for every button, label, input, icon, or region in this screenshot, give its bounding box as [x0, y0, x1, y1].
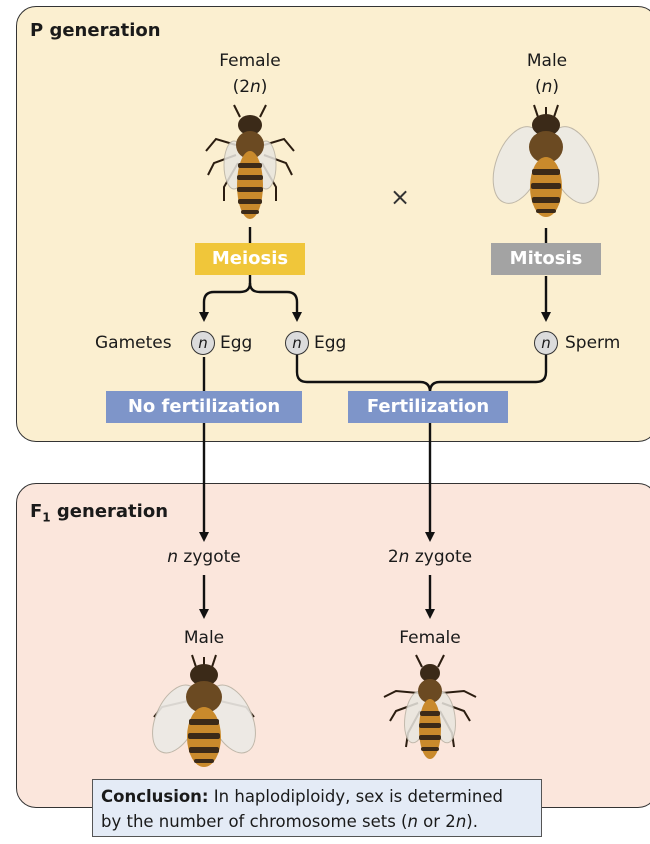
meiosis-label: Meiosis — [195, 243, 305, 275]
female-ploidy: (2n) — [200, 77, 300, 97]
2n-zygote-label: 2n zygote — [360, 547, 500, 567]
egg-label-right: Egg — [314, 333, 346, 353]
conclusion-line-1: Conclusion: In haplodiploidy, sex is det… — [101, 784, 533, 809]
f1-female-label: Female — [380, 628, 480, 648]
fertilization-label: Fertilization — [348, 391, 508, 423]
egg-haploid-circle-right: n — [285, 331, 309, 355]
sperm-label: Sperm — [565, 333, 620, 353]
male-label: Male — [497, 51, 597, 71]
female-label: Female — [200, 51, 300, 71]
conclusion-box: Conclusion: In haplodiploidy, sex is det… — [92, 779, 542, 837]
mitosis-label: Mitosis — [491, 243, 601, 275]
arrow-meiosis-to-egg-right — [250, 283, 297, 318]
n-zygote-label: n zygote — [139, 547, 269, 567]
queen-bee-icon — [200, 103, 300, 228]
line-sperm-to-fertilization — [430, 355, 546, 392]
f1-male-label: Male — [154, 628, 254, 648]
no-fertilization-label: No fertilization — [106, 391, 302, 423]
conclusion-line-2: by the number of chromosome sets (n or 2… — [101, 809, 533, 834]
egg-label-left: Egg — [220, 333, 252, 353]
f1-worker-bee-icon — [380, 653, 480, 773]
egg-haploid-circle-left: n — [191, 331, 215, 355]
sperm-haploid-circle: n — [534, 331, 558, 355]
arrow-meiosis-to-egg-left — [204, 275, 250, 318]
cross-symbol: × — [390, 183, 410, 211]
f1-drone-bee-icon — [148, 653, 260, 773]
f1-generation-title: F1 generation — [30, 501, 168, 525]
gametes-label: Gametes — [95, 333, 172, 353]
male-ploidy: (n) — [497, 77, 597, 97]
line-egg-to-fertilization — [297, 355, 430, 392]
p-generation-title: P generation — [30, 20, 161, 41]
drone-bee-icon — [490, 103, 602, 228]
